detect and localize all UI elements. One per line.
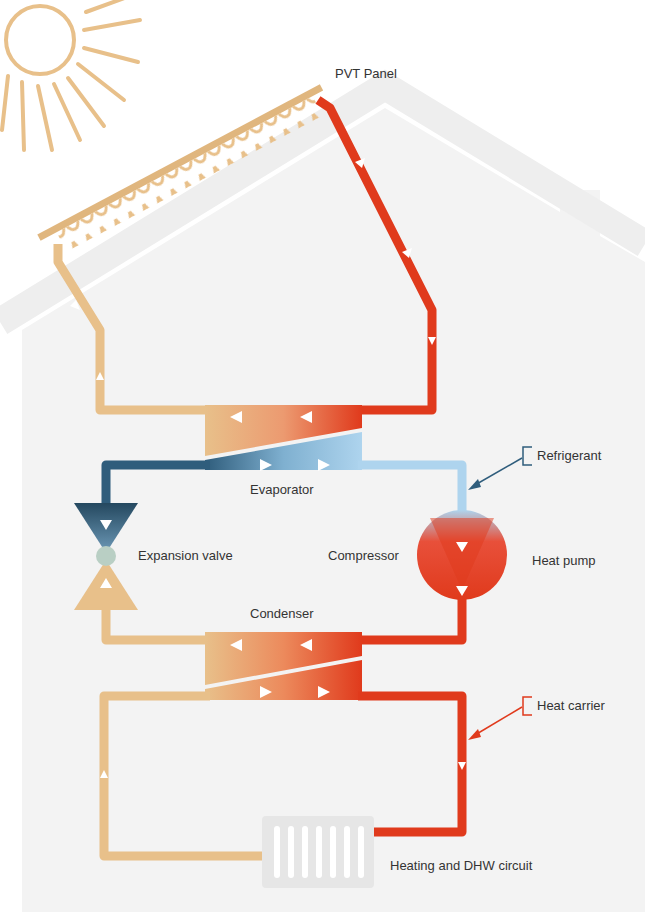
component-label: Expansion valve [138,548,233,564]
component-label: Evaporator [250,482,314,498]
component-label: Condenser [250,606,314,622]
component-label: Heating and DHW circuit [390,858,532,874]
component-label: Heat carrier [537,698,605,714]
component-label: Compressor [328,548,399,564]
component-label: PVT Panel [335,66,397,82]
component-label: Refrigerant [537,448,601,464]
component-label: Heat pump [532,553,596,569]
